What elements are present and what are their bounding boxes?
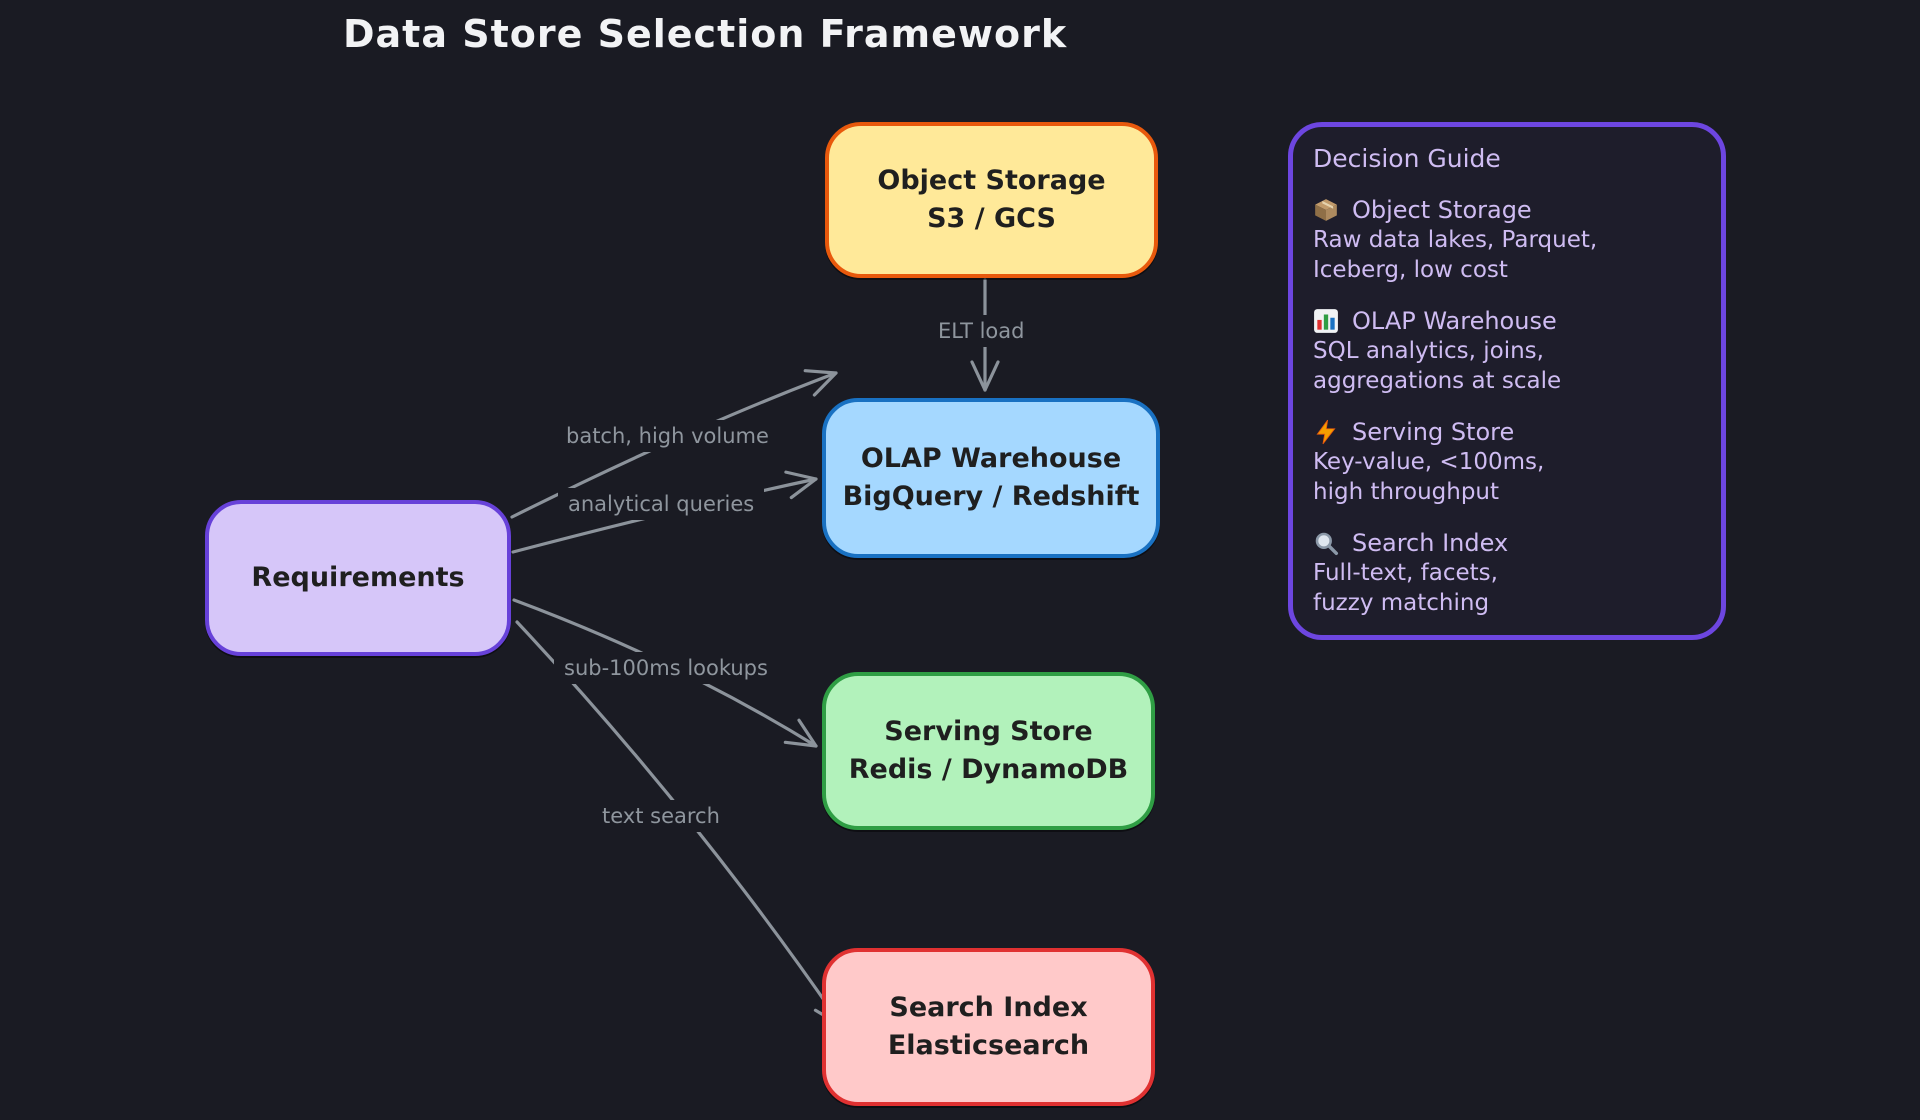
- guide-entry-desc: Full-text, facets, fuzzy matching: [1313, 560, 1498, 616]
- node-sublabel: Redis / DynamoDB: [848, 754, 1129, 785]
- magnifier-icon: [1313, 530, 1339, 556]
- guide-entry-search-index: Search Index Full-text, facets, fuzzy ma…: [1313, 528, 1697, 618]
- guide-entry-name: Search Index: [1352, 529, 1509, 557]
- node-label: OLAP Warehouse: [860, 443, 1122, 474]
- node-requirements[interactable]: Requirements: [205, 500, 511, 656]
- node-label: Serving Store: [884, 716, 1093, 747]
- edge-label-batch-high-volume[interactable]: batch, high volume: [556, 420, 779, 452]
- edge-label-analytical-queries[interactable]: analytical queries: [558, 488, 765, 520]
- bar-chart-icon: [1313, 308, 1339, 334]
- node-sublabel: Elasticsearch: [887, 1030, 1090, 1061]
- node-label: Search Index: [889, 992, 1088, 1023]
- guide-entry-desc: SQL analytics, joins, aggregations at sc…: [1313, 338, 1562, 394]
- edge-label-sub-100ms-lookups[interactable]: sub-100ms lookups: [554, 652, 778, 684]
- guide-entry-desc: Raw data lakes, Parquet, Iceberg, low co…: [1313, 227, 1598, 283]
- package-icon: [1313, 197, 1339, 223]
- node-sublabel: S3 / GCS: [927, 203, 1056, 234]
- node-object-storage[interactable]: Object Storage S3 / GCS: [825, 122, 1158, 278]
- node-sublabel: BigQuery / Redshift: [842, 481, 1140, 512]
- edge-label-elt-load[interactable]: ELT load: [928, 315, 1035, 347]
- diagram-title[interactable]: Data Store Selection Framework: [343, 12, 1068, 56]
- node-label: Requirements: [251, 562, 465, 593]
- guide-entry-object-storage: Object Storage Raw data lakes, Parquet, …: [1313, 195, 1697, 285]
- panel-title: Decision Guide: [1313, 144, 1501, 173]
- guide-entry-name: OLAP Warehouse: [1352, 307, 1557, 335]
- guide-entry-serving-store: Serving Store Key-value, <100ms, high th…: [1313, 417, 1697, 507]
- node-olap-warehouse[interactable]: OLAP Warehouse BigQuery / Redshift: [822, 398, 1160, 558]
- node-search-index[interactable]: Search Index Elasticsearch: [822, 948, 1155, 1106]
- lightning-icon: [1313, 419, 1339, 445]
- guide-entry-olap-warehouse: OLAP Warehouse SQL analytics, joins, agg…: [1313, 306, 1697, 396]
- edge-label-text-search[interactable]: text search: [592, 800, 730, 832]
- node-label: Object Storage: [877, 165, 1106, 196]
- guide-entry-name: Object Storage: [1352, 196, 1532, 224]
- guide-entry-desc: Key-value, <100ms, high throughput: [1313, 449, 1545, 505]
- decision-guide-panel[interactable]: Decision Guide Object Storage Raw data l…: [1288, 122, 1726, 640]
- node-serving-store[interactable]: Serving Store Redis / DynamoDB: [822, 672, 1155, 830]
- guide-entry-name: Serving Store: [1352, 418, 1515, 446]
